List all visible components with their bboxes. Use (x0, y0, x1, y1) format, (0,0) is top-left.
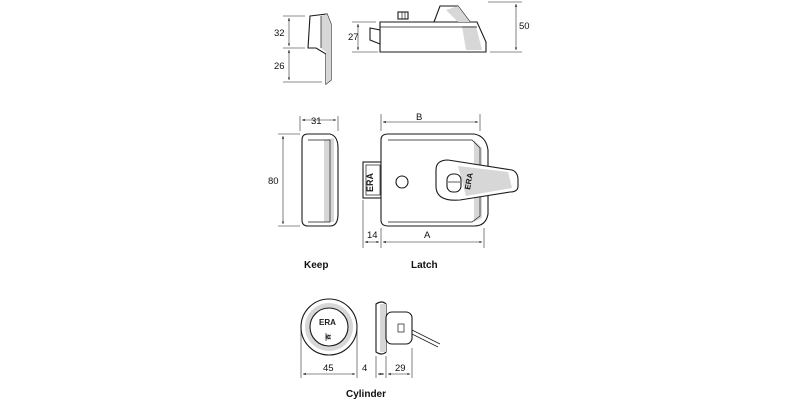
latch-front-view: ERA ERA B 14 A (362, 112, 519, 248)
caption-keep: Keep (304, 260, 328, 271)
dim-latch-a: A (424, 230, 431, 241)
dim-cylinder-4: 4 (362, 363, 367, 374)
latch-side-view: 27 50 (348, 1, 530, 53)
keep-front-view: 31 80 (268, 116, 339, 227)
dim-keep-80: 80 (268, 176, 279, 187)
dim-latch-50: 50 (519, 21, 530, 32)
cylinder-side-view: 4 29 (362, 301, 441, 378)
cylinder-front-view: ERA 45 (300, 298, 358, 378)
dim-latch-14: 14 (367, 230, 378, 241)
caption-latch: Latch (411, 260, 438, 271)
dim-cylinder-29: 29 (395, 363, 406, 374)
dim-latch-b: B (416, 112, 422, 123)
dim-keep-26: 26 (274, 61, 285, 72)
dim-cylinder-45: 45 (323, 363, 334, 374)
cylinder-brand-mark: ERA (319, 318, 336, 327)
caption-cylinder: Cylinder (346, 389, 386, 400)
handle-brand-mark: ERA (463, 172, 475, 190)
dim-keep-31: 31 (311, 116, 322, 127)
dim-latch-27: 27 (348, 32, 359, 43)
dim-keep-32: 32 (274, 28, 285, 39)
keep-side-view: 32 26 (274, 13, 332, 86)
latch-brand-mark: ERA (365, 172, 375, 192)
